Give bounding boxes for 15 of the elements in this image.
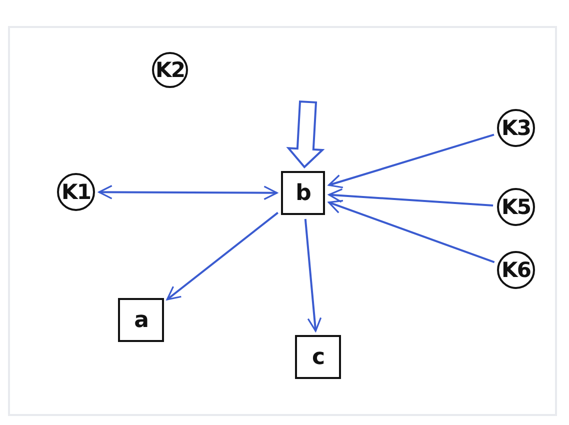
arrow bbox=[328, 200, 495, 264]
label-circle: K5 bbox=[497, 188, 535, 226]
arrow bbox=[328, 134, 494, 188]
label-circle: K1 bbox=[57, 173, 95, 211]
arrow bbox=[304, 218, 322, 332]
arrow bbox=[328, 188, 494, 206]
label-circle: K3 bbox=[497, 109, 535, 147]
process-box: a bbox=[118, 298, 164, 342]
process-box: b bbox=[281, 171, 325, 215]
arrow bbox=[166, 212, 278, 300]
label-circle: K2 bbox=[152, 52, 188, 88]
arrow bbox=[98, 184, 278, 200]
label-circle: K6 bbox=[497, 251, 535, 289]
process-box: c bbox=[295, 335, 341, 379]
hollow-arrow bbox=[286, 100, 325, 168]
